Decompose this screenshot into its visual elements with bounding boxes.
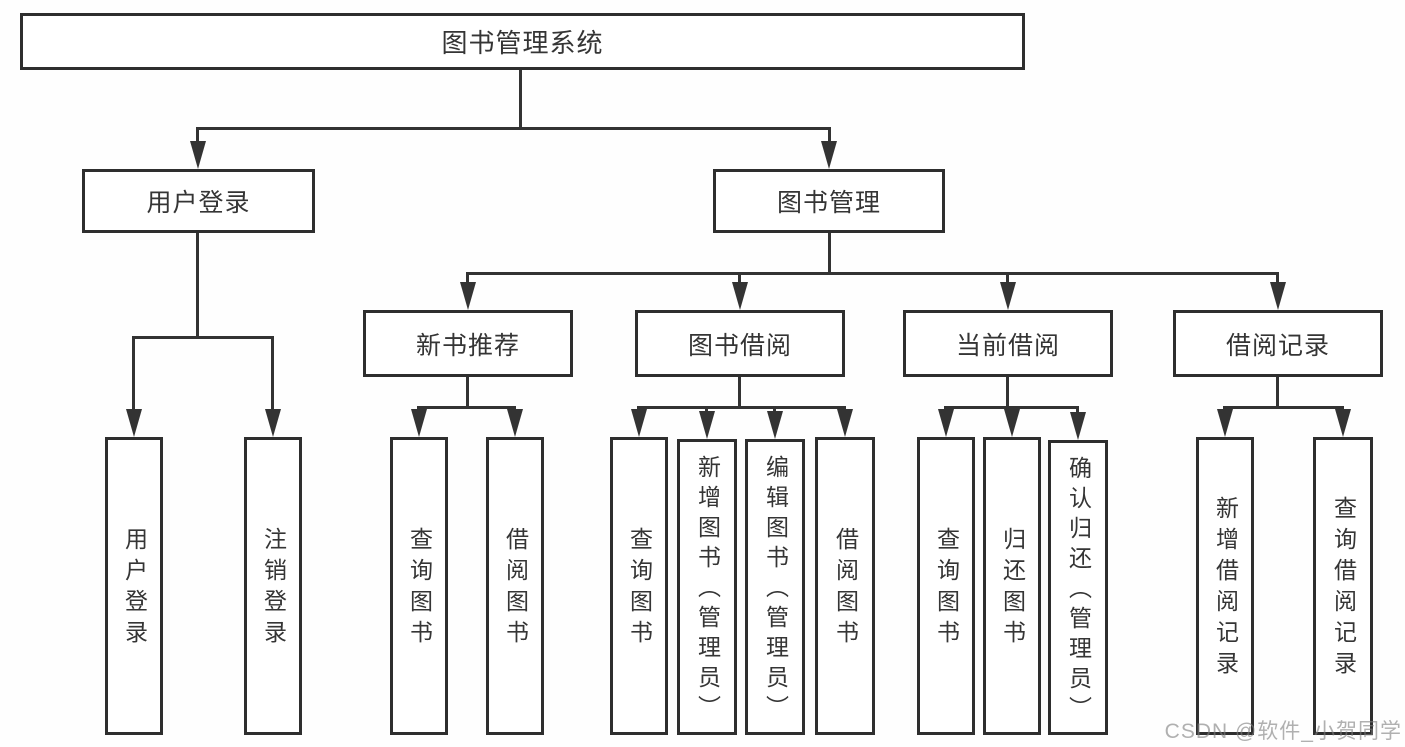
connector-drop xyxy=(828,127,831,149)
connector-userlogin-stem xyxy=(196,233,199,339)
arrowhead-down-icon xyxy=(126,409,142,437)
connector-group-stem xyxy=(738,377,741,409)
connector-drop xyxy=(1006,272,1009,286)
leaf-query-books-borrowing: 查询图书 xyxy=(610,437,668,735)
connector-drop xyxy=(1276,272,1279,286)
leaf-return-books: 归还图书 xyxy=(983,437,1041,735)
connector-group-stem xyxy=(466,377,469,409)
leaf-confirm-return-admin: 确认归还（管理员） xyxy=(1048,440,1108,735)
leaf-logout: 注销登录 xyxy=(244,437,302,735)
arrowhead-down-icon xyxy=(699,411,715,439)
leaf-borrow-books-borrowing: 借阅图书 xyxy=(815,437,875,735)
connector-bookmgmt-hline xyxy=(467,272,1279,275)
connector-userlogin-hline xyxy=(132,336,274,339)
arrowhead-down-icon xyxy=(732,282,748,310)
connector-drop xyxy=(196,127,199,149)
connector-root-hline xyxy=(197,127,831,130)
arrowhead-down-icon xyxy=(821,141,837,169)
connector-group-hline xyxy=(638,406,846,409)
arrowhead-down-icon xyxy=(507,409,523,437)
leaf-borrow-books-recommend: 借阅图书 xyxy=(486,437,544,735)
node-book-borrowing: 图书借阅 xyxy=(635,310,845,377)
connector-drop xyxy=(271,336,274,416)
leaf-add-borrow-record: 新增借阅记录 xyxy=(1196,437,1254,735)
arrowhead-down-icon xyxy=(1000,282,1016,310)
csdn-watermark: CSDN @软件_小贺同学 xyxy=(1164,720,1402,743)
leaf-query-books-current: 查询图书 xyxy=(917,437,975,735)
arrowhead-down-icon xyxy=(1070,412,1086,440)
arrowhead-down-icon xyxy=(767,411,783,439)
leaf-add-book-admin: 新增图书（管理员） xyxy=(677,439,737,735)
node-library-system: 图书管理系统 xyxy=(20,13,1025,70)
leaf-user-login: 用户登录 xyxy=(105,437,163,735)
arrowhead-down-icon xyxy=(190,141,206,169)
node-borrowing-records: 借阅记录 xyxy=(1173,310,1383,377)
arrowhead-down-icon xyxy=(460,282,476,310)
connector-bookmgmt-stem xyxy=(828,233,831,275)
connector-drop xyxy=(738,272,741,286)
arrowhead-down-icon xyxy=(1004,409,1020,437)
connector-drop xyxy=(132,336,135,416)
arrowhead-down-icon xyxy=(837,409,853,437)
arrowhead-down-icon xyxy=(631,409,647,437)
arrowhead-down-icon xyxy=(1270,282,1286,310)
leaf-edit-book-admin: 编辑图书（管理员） xyxy=(745,439,805,735)
arrowhead-down-icon xyxy=(1217,409,1233,437)
leaf-query-books-recommend: 查询图书 xyxy=(390,437,448,735)
connector-group-hline xyxy=(1224,406,1344,409)
connector-group-stem xyxy=(1276,377,1279,409)
leaf-query-borrow-record: 查询借阅记录 xyxy=(1313,437,1373,735)
connector-group-hline xyxy=(418,406,516,409)
node-user-login: 用户登录 xyxy=(82,169,315,233)
node-book-management: 图书管理 xyxy=(713,169,945,233)
connector-drop xyxy=(466,272,469,286)
node-new-book-recommend: 新书推荐 xyxy=(363,310,573,377)
connector-root-stem xyxy=(519,70,522,130)
connector-drop xyxy=(1076,406,1079,416)
arrowhead-down-icon xyxy=(938,409,954,437)
arrowhead-down-icon xyxy=(265,409,281,437)
arrowhead-down-icon xyxy=(411,409,427,437)
arrowhead-down-icon xyxy=(1335,409,1351,437)
connector-group-stem xyxy=(1006,377,1009,409)
node-current-borrowing: 当前借阅 xyxy=(903,310,1113,377)
